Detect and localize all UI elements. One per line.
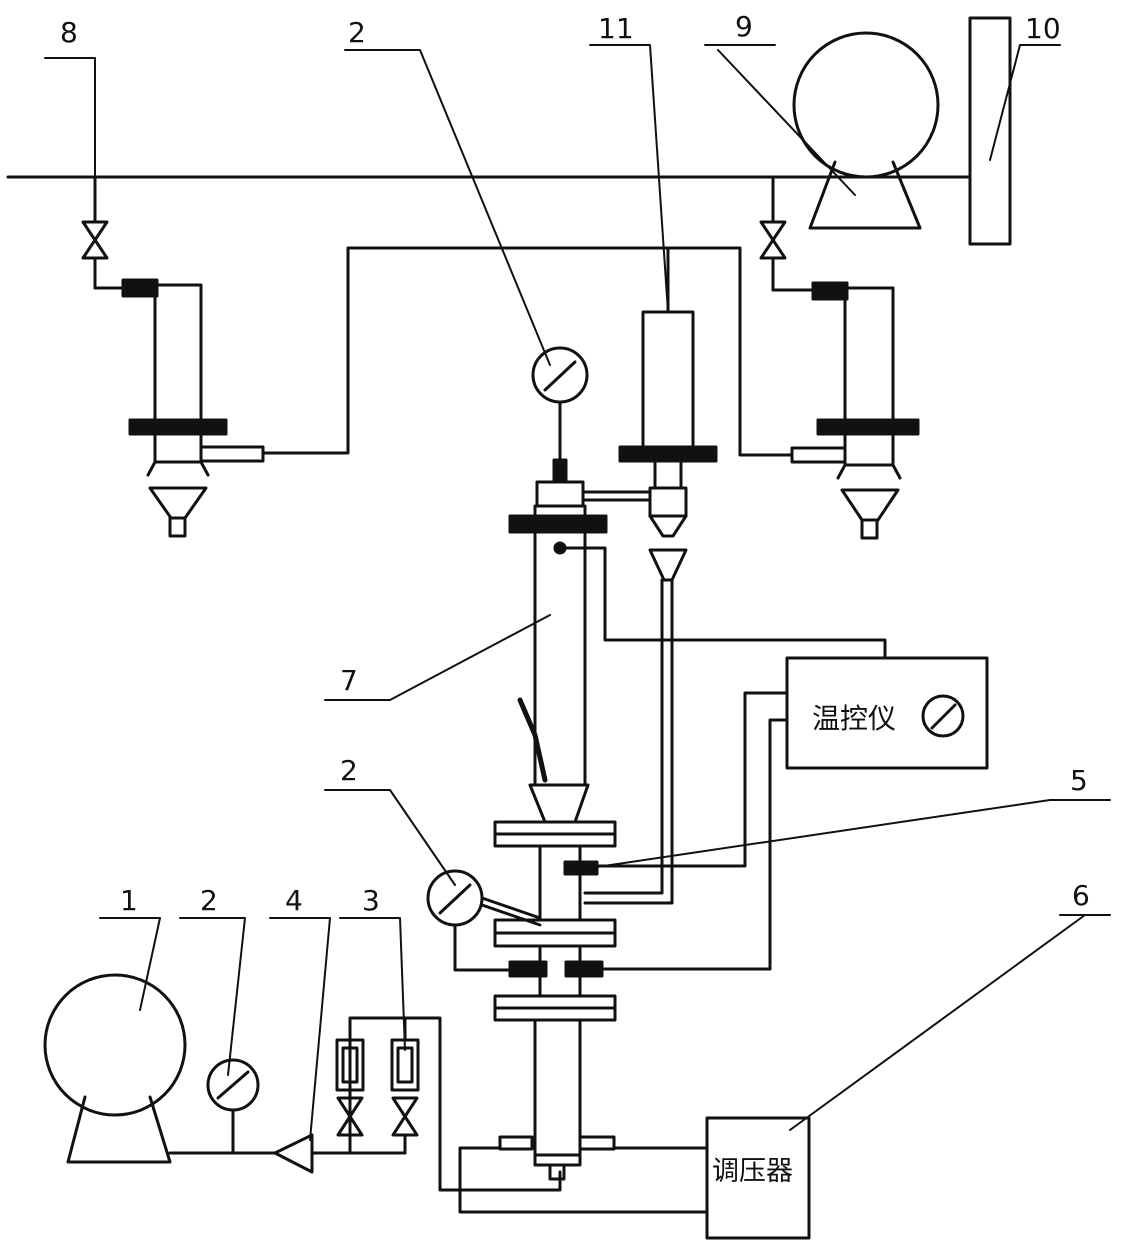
induced-draft-fan-9: [792, 31, 940, 230]
reactor-7: [508, 480, 652, 824]
right-gas-valve: [759, 175, 817, 292]
label-2-mid: 2: [340, 754, 358, 787]
exhaust-plate-10: [968, 16, 1012, 246]
pressure-regulator-label: 调压器: [712, 1156, 793, 1187]
label-6: 6: [1072, 879, 1090, 912]
rotameter-3: [335, 1016, 562, 1192]
left-gas-valve-8: [81, 175, 127, 290]
label-1: 1: [120, 884, 138, 917]
pressure-regulator-box: [458, 1116, 811, 1240]
label-4: 4: [285, 884, 303, 917]
return-leg-pipe-inner: [583, 578, 674, 905]
temperature-controller-label: 温控仪: [812, 702, 896, 735]
right-cyclone-separator: [790, 281, 920, 540]
label-5: 5: [1070, 764, 1088, 797]
filter-11: [618, 246, 718, 582]
gas-loop-pipe: [261, 246, 794, 457]
label-2-bottom: 2: [200, 884, 218, 917]
label-8: 8: [60, 16, 78, 49]
check-valve-4: [273, 1133, 407, 1174]
pressure-gauge-middle: [426, 869, 542, 972]
label-11: 11: [598, 12, 634, 45]
pressure-gauge-inlet: [206, 1058, 260, 1155]
air-blower-1: [43, 973, 187, 1164]
left-cyclone-separator: [121, 278, 265, 538]
label-3: 3: [362, 884, 380, 917]
label-7: 7: [340, 664, 358, 697]
label-10: 10: [1025, 12, 1061, 45]
label-2-top: 2: [348, 16, 366, 49]
pressure-gauge-top: [531, 346, 589, 484]
temperature-controller-box: [563, 546, 989, 971]
leader-lines: [44, 44, 1111, 1141]
lower-riser-flanges: [493, 820, 617, 1181]
return-leg-pipe: [583, 578, 664, 895]
label-9: 9: [735, 10, 753, 43]
